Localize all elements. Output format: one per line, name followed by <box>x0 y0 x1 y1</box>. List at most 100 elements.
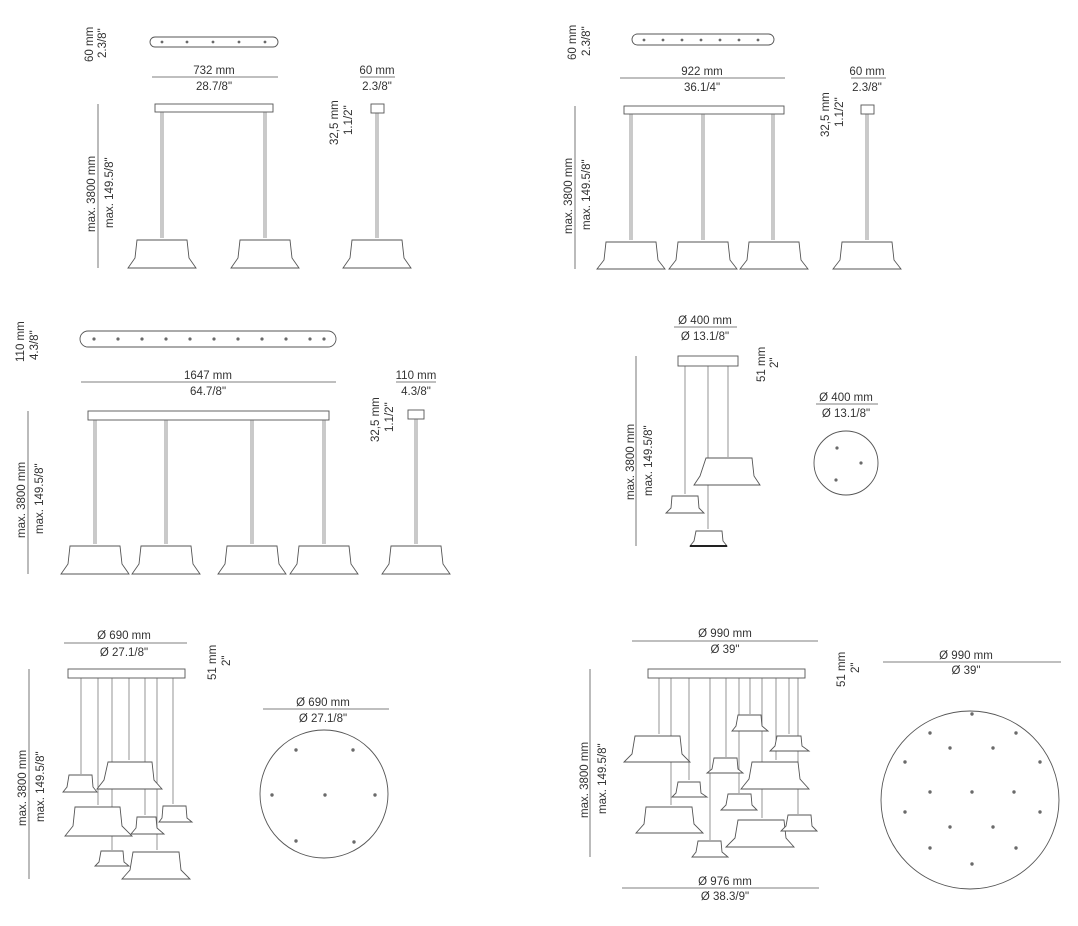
shade <box>693 457 761 486</box>
linear-4-light-drawing: 110 mm 4.3/8" 1647 mm 64.7/8" max. 3800 … <box>15 321 451 575</box>
drop-mm: max. 3800 mm <box>16 462 28 538</box>
side-height-in: 1.1/2" <box>834 97 846 127</box>
plan-diameter-in: Ø 39" <box>951 665 980 677</box>
side-width-mm: 60 mm <box>849 66 884 78</box>
shade <box>705 757 745 774</box>
drop-mm: max. 3800 mm <box>579 742 591 818</box>
width-mm: 1647 mm <box>184 370 232 382</box>
drop-in: max. 149.5/8" <box>34 463 46 534</box>
canopy-height-in: 2" <box>221 656 233 666</box>
round-7-light-drawing: Ø 690 mm Ø 27.1/8" 51 mm 2" max. 3800 mm… <box>17 630 389 880</box>
shade <box>832 241 902 270</box>
canopy-height-in: 4.3/8" <box>29 330 41 360</box>
side-height-mm: 32,5 mm <box>370 397 382 442</box>
shade <box>64 806 134 837</box>
shade <box>724 819 796 848</box>
plan-diameter-mm: Ø 990 mm <box>939 650 993 662</box>
plan-diameter-in: Ø 13.1/8" <box>822 408 870 420</box>
shade <box>217 545 287 575</box>
canopy-height-in: 2" <box>850 663 862 673</box>
diameter-in: Ø 13.1/8" <box>681 331 729 343</box>
shade <box>634 806 705 834</box>
shade <box>230 239 300 269</box>
shade <box>689 530 728 547</box>
diameter-in: Ø 27.1/8" <box>100 647 148 659</box>
shade <box>96 761 164 790</box>
linear-3-light-drawing: 60 mm 2.3/8" 922 mm 36.1/4" max. 3800 mm… <box>563 25 902 270</box>
shade <box>664 495 706 514</box>
canopy-height-in: 2" <box>769 358 781 368</box>
shade <box>62 774 98 793</box>
shade <box>130 816 166 835</box>
linear-2-light-drawing: 60 mm 2.3/8" 732 mm 28.7/8" max. 3800 mm… <box>84 27 412 269</box>
side-width-in: 2.3/8" <box>852 82 882 94</box>
shade <box>289 545 359 575</box>
canopy-side <box>154 103 274 113</box>
canopy-plan-view <box>79 330 337 348</box>
shade <box>381 545 451 575</box>
side-height-mm: 32,5 mm <box>820 92 832 137</box>
drop-mm: max. 3800 mm <box>625 424 637 500</box>
width-mm: 922 mm <box>681 66 723 78</box>
shade <box>739 241 809 270</box>
canopy-dots <box>160 40 267 44</box>
canopy-height-mm: 60 mm <box>567 25 579 60</box>
shade <box>342 239 412 269</box>
drop-in: max. 149.5/8" <box>35 751 47 822</box>
spread-mm: Ø 976 mm <box>698 876 752 888</box>
drop-in: max. 149.5/8" <box>643 425 655 496</box>
side-canopy <box>407 409 425 420</box>
width-in: 36.1/4" <box>684 82 720 94</box>
side-canopy <box>860 104 875 115</box>
width-in: 64.7/8" <box>190 386 226 398</box>
shade <box>670 781 709 798</box>
shade <box>740 761 811 790</box>
round-3-light-drawing: Ø 400 mm Ø 13.1/8" 51 mm 2" max. 3800 mm… <box>625 315 879 547</box>
plan-diameter-mm: Ø 690 mm <box>296 697 350 709</box>
canopy-height-mm: 51 mm <box>207 645 219 680</box>
canopy-side <box>647 668 806 679</box>
canopy-height-mm: 51 mm <box>836 652 848 687</box>
canopy-dots <box>92 337 326 341</box>
shade <box>668 241 738 270</box>
canopy-height-mm: 110 mm <box>15 321 27 362</box>
side-width-in: 4.3/8" <box>401 386 431 398</box>
canopy-height-in: 2.3/8" <box>581 26 593 56</box>
drop-in: max. 149.5/8" <box>104 157 116 228</box>
canopy-height-mm: 51 mm <box>756 347 768 382</box>
canopy-side <box>87 410 330 421</box>
plan-diameter-in: Ø 27.1/8" <box>299 713 347 725</box>
diameter-mm: Ø 690 mm <box>97 630 151 642</box>
side-height-mm: 32,5 mm <box>329 100 341 145</box>
canopy-side <box>623 105 785 115</box>
width-in: 28.7/8" <box>196 81 232 93</box>
shade <box>768 735 811 752</box>
diameter-in: Ø 39" <box>710 644 739 656</box>
canopy-plan-view <box>880 710 1060 890</box>
shade <box>93 850 131 867</box>
round-14-light-drawing: Ø 990 mm Ø 39" 51 mm 2" max. 3800 mm max… <box>579 628 1061 903</box>
side-width-in: 2.3/8" <box>362 81 392 93</box>
side-height-in: 1.1/2" <box>384 402 396 432</box>
side-width-mm: 60 mm <box>359 65 394 77</box>
side-height-in: 1.1/2" <box>343 105 355 135</box>
shade <box>622 735 692 763</box>
drop-in: max. 149.5/8" <box>597 743 609 814</box>
shade <box>131 545 201 575</box>
shade <box>719 793 759 811</box>
shade <box>691 840 730 858</box>
shade <box>596 241 666 270</box>
diameter-mm: Ø 990 mm <box>698 628 752 640</box>
drop-mm: max. 3800 mm <box>563 158 575 234</box>
shade <box>731 714 770 732</box>
shade <box>60 545 130 575</box>
diameter-mm: Ø 400 mm <box>678 315 732 327</box>
shade <box>779 814 819 832</box>
width-mm: 732 mm <box>193 65 235 77</box>
canopy-height-in: 2.3/8" <box>97 28 109 58</box>
drop-in: max. 149.5/8" <box>581 159 593 230</box>
side-canopy <box>370 103 385 114</box>
drop-mm: max. 3800 mm <box>86 156 98 232</box>
shade <box>120 851 192 880</box>
